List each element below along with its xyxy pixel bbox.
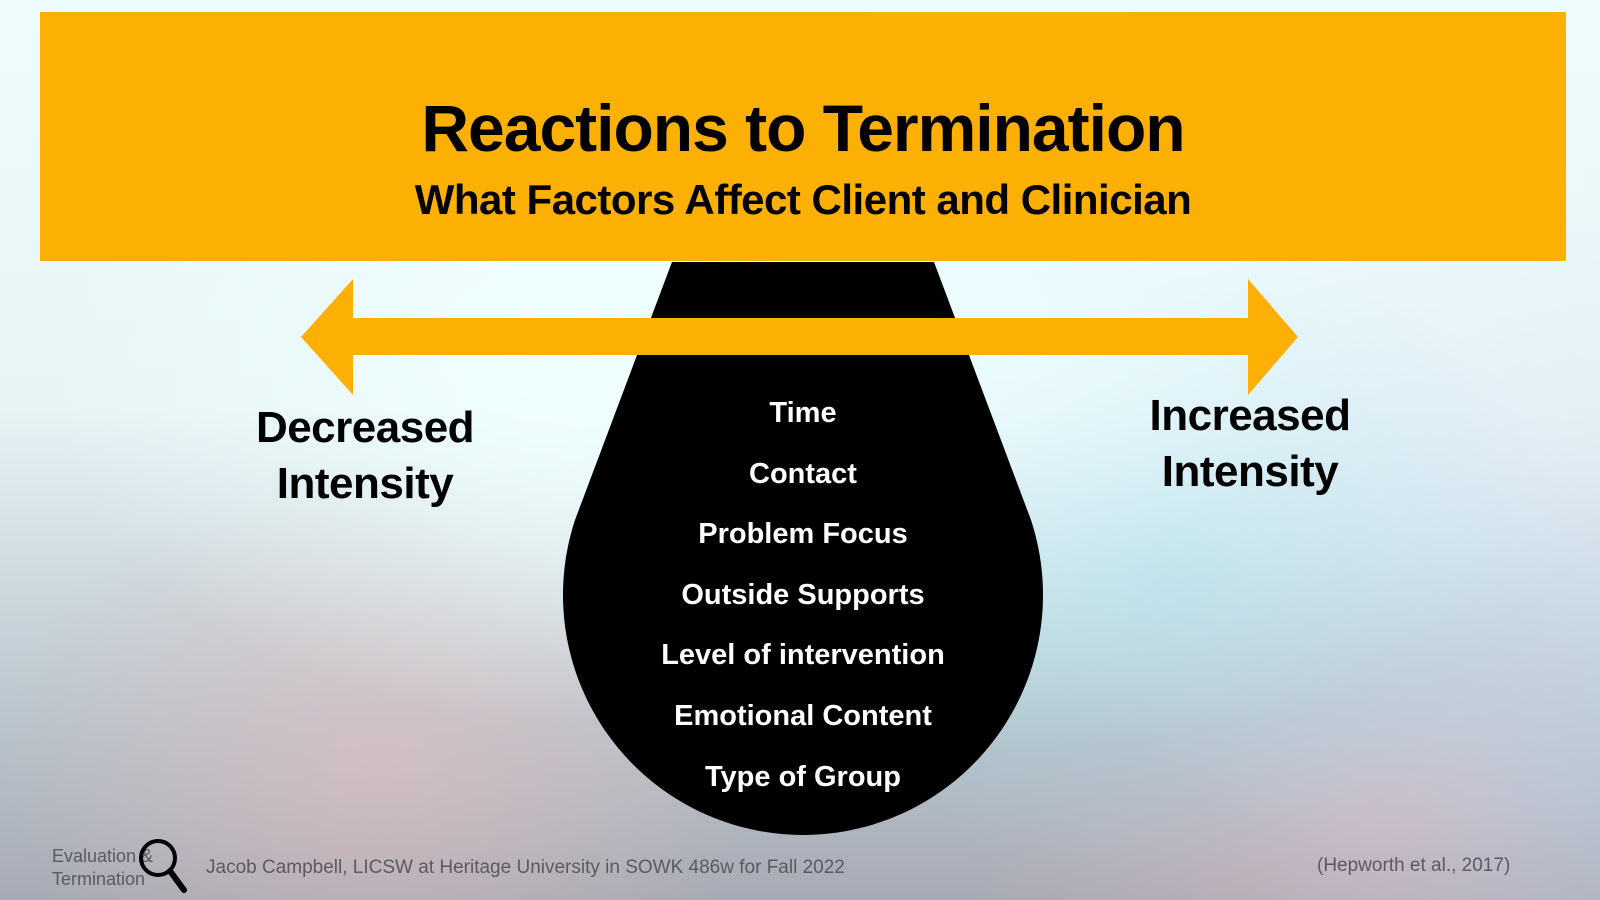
decreased-intensity-label: Decreased Intensity (230, 400, 500, 512)
factor-item: Emotional Content (674, 699, 932, 732)
slide-title: Reactions to Termination (421, 91, 1185, 165)
factors-list: Time Contact Problem Focus Outside Suppo… (603, 395, 1003, 819)
factor-item: Contact (749, 457, 857, 490)
right-label-line-1: Increased (1149, 391, 1351, 440)
left-label-line-1: Decreased (255, 403, 475, 452)
course-logo-text: Evaluation & Termination (52, 845, 153, 891)
double-arrow-icon (301, 279, 1298, 395)
factor-item: Type of Group (704, 760, 901, 793)
left-label-line-2: Intensity (276, 459, 454, 508)
slide-subtitle: What Factors Affect Client and Clinician (414, 176, 1192, 223)
citation: (Hepworth et al., 2017) (1317, 855, 1511, 876)
logo-line-2: Termination (52, 869, 146, 889)
increased-intensity-label: Increased Intensity (1110, 388, 1390, 500)
title-banner: Reactions to Termination What Factors Af… (40, 12, 1566, 261)
author-credit: Jacob Campbell, LICSW at Heritage Univer… (206, 857, 845, 878)
right-label-line-2: Intensity (1161, 447, 1339, 496)
factor-item: Time (769, 397, 837, 429)
teardrop-shape (562, 262, 1043, 835)
factor-item: Outside Supports (681, 578, 925, 611)
logo-line-1: Evaluation & (52, 846, 154, 866)
factor-item: Level of intervention (661, 639, 945, 672)
factor-item: Problem Focus (698, 518, 908, 551)
magnifying-glass-icon (139, 839, 187, 893)
